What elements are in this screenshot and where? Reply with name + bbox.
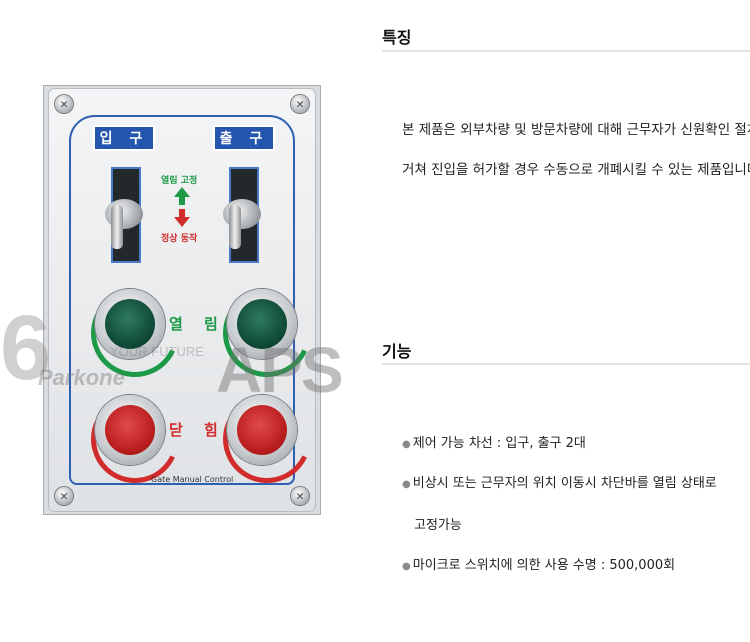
exit-label: 출 구	[213, 125, 275, 151]
bullet-icon: ●	[402, 439, 411, 450]
product-photo: ✕ ✕ ✕ ✕ 입 구 출 구 열림 고정 정상 동작 열 림 닫 힘 Gate…	[43, 85, 324, 515]
features-line-2: 거쳐 진입을 허가할 경우 수동으로 개폐시킬 수 있는 제품입니다.	[402, 162, 750, 178]
entry-close-button[interactable]	[95, 395, 165, 465]
screw-icon: ✕	[291, 487, 309, 505]
exit-open-button[interactable]	[227, 289, 297, 359]
function-item-2-cont: 고정가능	[414, 518, 462, 533]
features-line-1: 본 제품은 외부차량 및 방문차량에 대해 근무자가 신원확인 절차를	[402, 122, 750, 138]
watermark-brand-big: APS	[216, 334, 344, 406]
bullet-icon: ●	[402, 479, 411, 490]
function-item-1: ●제어 가능 차선 : 입구, 출구 2대	[402, 436, 586, 451]
entry-open-button[interactable]	[95, 289, 165, 359]
function-item-2: ●비상시 또는 근무자의 위치 이동시 차단바를 열림 상태로	[402, 476, 717, 491]
screw-icon: ✕	[291, 95, 309, 113]
features-divider	[382, 50, 750, 52]
bullet-icon: ●	[402, 561, 411, 572]
screw-icon: ✕	[55, 487, 73, 505]
watermark-brand-small: Parkone	[38, 365, 125, 390]
open-label: 열 림	[169, 315, 226, 333]
entry-label: 입 구	[93, 125, 155, 151]
watermark-logo: 6	[0, 297, 52, 399]
arrow-up-icon	[174, 187, 190, 197]
mode-normal-text: 정상 동작	[161, 234, 198, 244]
exit-close-button[interactable]	[227, 395, 297, 465]
exit-toggle-switch[interactable]	[223, 167, 261, 263]
mode-fixed-text: 열림 고정	[161, 176, 198, 186]
close-label: 닫 힘	[169, 421, 226, 439]
functions-title: 기능	[382, 342, 412, 361]
functions-divider	[382, 363, 750, 365]
features-title: 특징	[382, 28, 412, 47]
watermark-tagline: YOUR FUTURE	[110, 344, 204, 359]
control-plate: ✕ ✕ ✕ ✕ 입 구 출 구 열림 고정 정상 동작 열 림 닫 힘 Gate…	[49, 89, 324, 511]
plate-frame	[69, 115, 295, 485]
arrow-down-icon	[174, 217, 190, 227]
screw-icon: ✕	[55, 95, 73, 113]
entry-toggle-switch[interactable]	[105, 167, 143, 263]
plate-caption: Gate Manual Control	[151, 475, 234, 484]
function-item-3: ●마이크로 스위치에 의한 사용 수명 : 500,000회	[402, 558, 676, 573]
